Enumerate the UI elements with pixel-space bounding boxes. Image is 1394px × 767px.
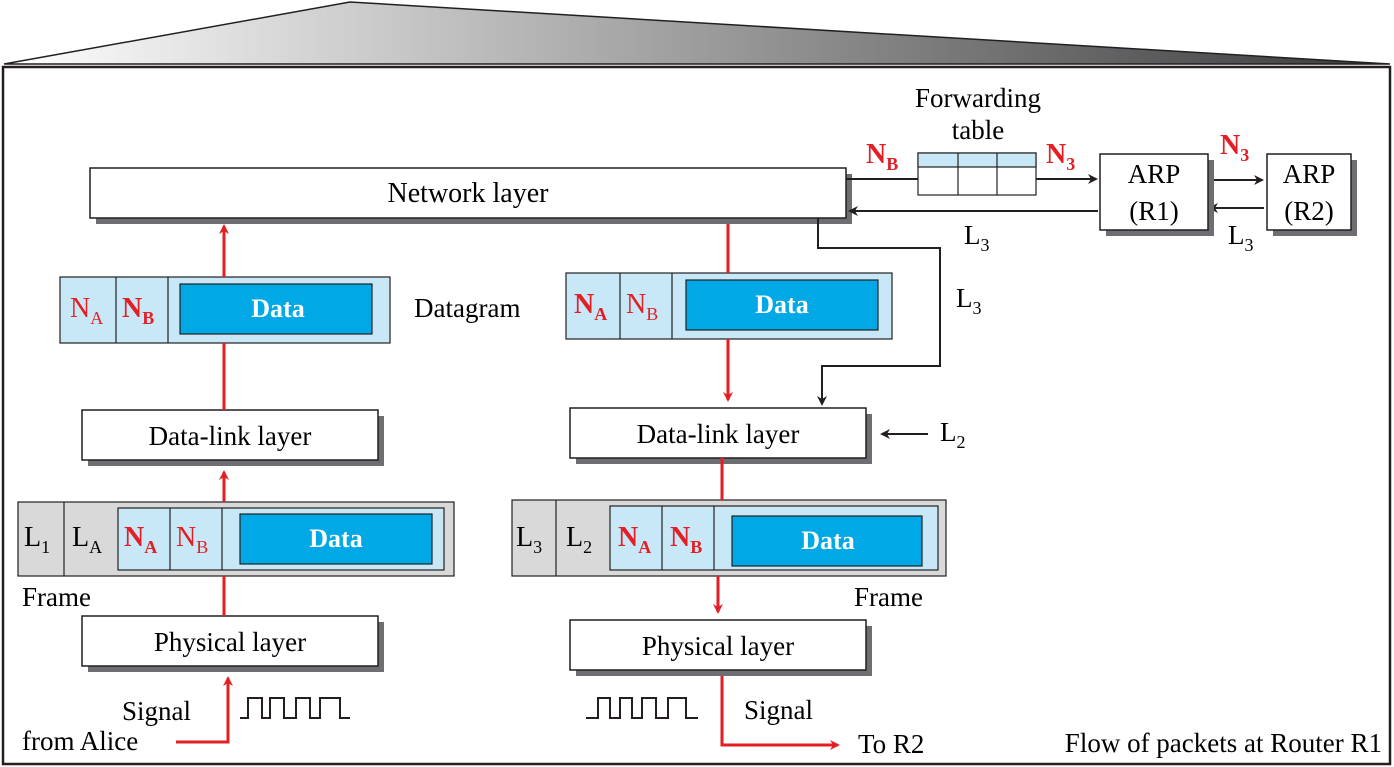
left-frame-l1: L1 xyxy=(24,522,50,557)
left-frame-na: NA xyxy=(124,522,157,557)
left-signal-label: Signal xyxy=(122,696,191,726)
arp-r1-box: ARP (R1) xyxy=(1099,153,1214,236)
forwarding-table: Forwarding table xyxy=(915,83,1041,196)
arp-r2-line1: ARP xyxy=(1283,159,1336,189)
l3-label-arp2: L3 xyxy=(1228,220,1254,255)
nb-forwarding-label: NB xyxy=(866,139,898,174)
square-wave-signal-icon xyxy=(586,697,698,719)
left-datagram-nb: NB xyxy=(122,293,154,328)
right-signal-arrow xyxy=(720,676,840,750)
left-frame-label: Frame xyxy=(22,582,91,612)
right-datalink-label: Data-link layer xyxy=(637,419,800,449)
right-signal-label: Signal xyxy=(744,695,813,725)
arp-r2-box: ARP (R2) xyxy=(1266,153,1357,236)
n3-label-1: N3 xyxy=(1046,139,1075,174)
datagram-label: Datagram xyxy=(414,293,520,323)
square-wave-signal-icon xyxy=(240,697,350,719)
network-layer-label: Network layer xyxy=(388,178,550,209)
right-frame-label: Frame xyxy=(854,582,923,612)
svg-text:N3: N3 xyxy=(1046,139,1075,174)
to-r2-label: To R2 xyxy=(858,729,924,759)
right-datalink-box: Data-link layer xyxy=(569,407,872,464)
left-signal-arrow xyxy=(176,676,233,744)
right-datagram-nb: NB xyxy=(626,289,658,324)
arp-r1-line2: (R1) xyxy=(1129,196,1179,226)
left-datalink-box: Data-link layer xyxy=(81,409,384,466)
from-alice-label: from Alice xyxy=(22,726,138,756)
right-datagram-na: NA xyxy=(574,289,607,324)
left-datagram-data: Data xyxy=(251,294,304,323)
svg-text:NB: NB xyxy=(866,139,898,174)
right-frame-l3: L3 xyxy=(516,522,542,557)
l2-label: L2 xyxy=(940,417,966,452)
right-physical-label: Physical layer xyxy=(642,631,794,661)
figure-caption: Flow of packets at Router R1 xyxy=(1065,728,1382,758)
arp-r2-line2: (R2) xyxy=(1284,196,1334,226)
arp-r1-line1: ARP xyxy=(1128,159,1181,189)
left-datagram: NA NB Data xyxy=(59,276,391,344)
left-frame-data: Data xyxy=(309,524,362,553)
right-frame-nb: NB xyxy=(670,522,702,557)
network-layer-box: Network layer xyxy=(89,167,852,224)
left-physical-box: Physical layer xyxy=(81,615,384,672)
right-physical-box: Physical layer xyxy=(569,619,872,676)
left-datagram-na: NA xyxy=(70,293,103,328)
l3-label-path: L3 xyxy=(956,283,982,318)
right-frame-l2: L2 xyxy=(566,522,592,557)
left-physical-label: Physical layer xyxy=(154,627,306,657)
forwarding-table-title-2: table xyxy=(952,115,1004,145)
l3-path xyxy=(817,218,941,406)
router-roof xyxy=(3,1,1391,65)
left-frame-nb: NB xyxy=(176,522,208,557)
right-frame-data: Data xyxy=(801,526,854,555)
svg-text:N3: N3 xyxy=(1220,130,1249,165)
right-frame-na: NA xyxy=(618,522,651,557)
forwarding-table-title-1: Forwarding xyxy=(915,83,1041,113)
right-datagram-data: Data xyxy=(755,290,808,319)
l3-label-arp: L3 xyxy=(964,220,990,255)
left-frame: L1 LA NA NB Data xyxy=(17,501,455,577)
right-frame: L3 L2 NA NB Data xyxy=(511,499,947,577)
left-frame-la: LA xyxy=(72,522,102,557)
right-datagram: NA NB Data xyxy=(565,272,893,340)
n3-label-2: N3 xyxy=(1220,130,1249,165)
left-datalink-label: Data-link layer xyxy=(149,421,312,451)
